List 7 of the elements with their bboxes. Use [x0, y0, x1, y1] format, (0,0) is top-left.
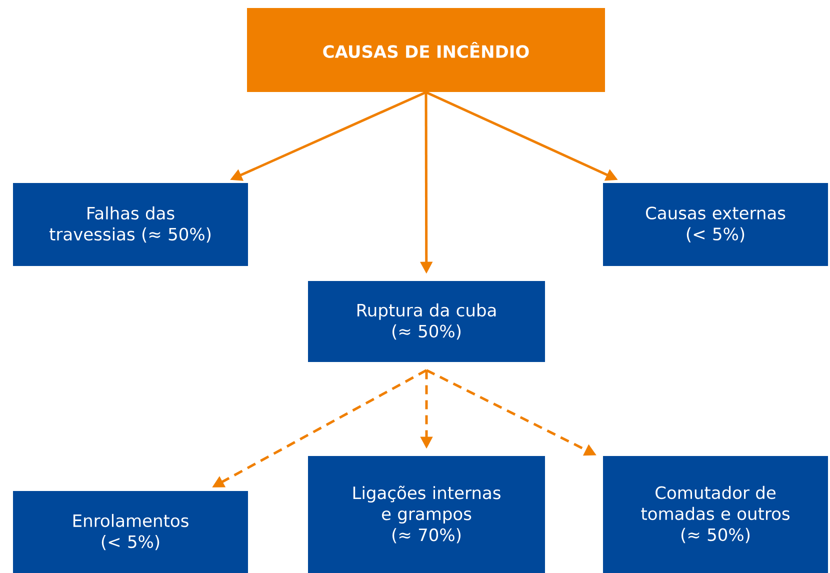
cause-box: Ruptura da cuba (≈ 50%) — [308, 281, 545, 362]
cause-box: Enrolamentos (< 5%) — [13, 491, 248, 573]
cause-box: Causas externas (< 5%) — [603, 183, 828, 266]
title-box: CAUSAS DE INCÊNDIO — [247, 8, 605, 92]
cause-box: Comutador de tomadas e outros (≈ 50%) — [603, 456, 828, 573]
cause-box: Ligações internas e grampos (≈ 70%) — [308, 456, 545, 573]
cause-box: Falhas das travessias (≈ 50%) — [13, 183, 248, 266]
